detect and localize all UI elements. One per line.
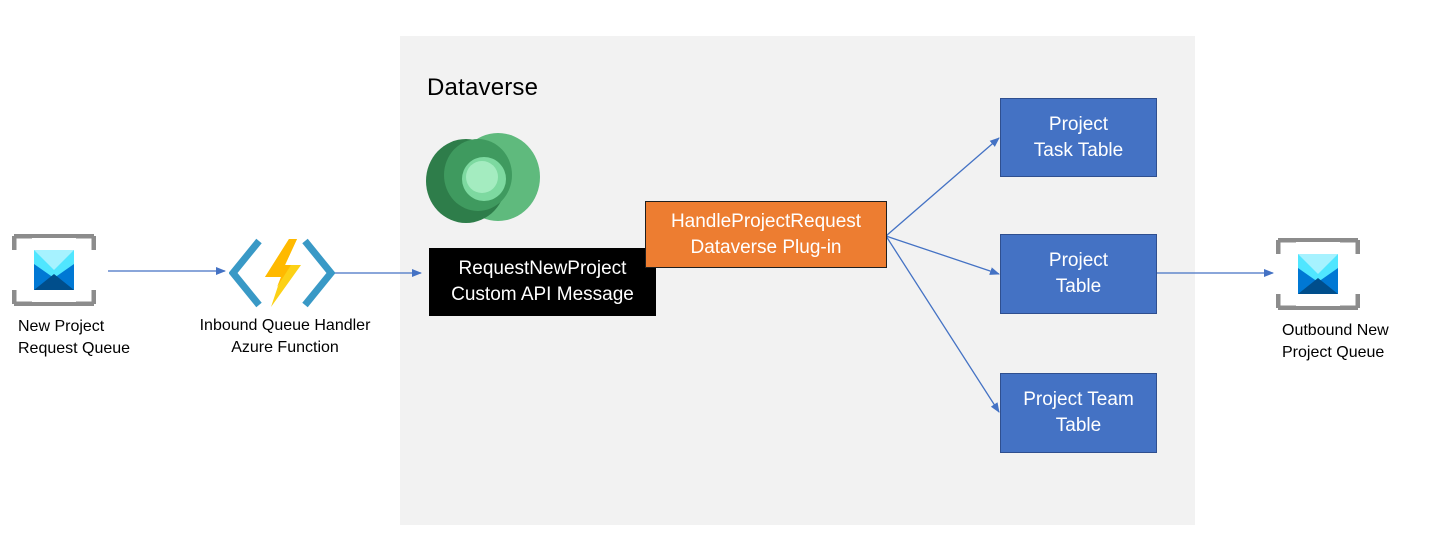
team-table-box: Project Team Table [1000,373,1157,453]
arrow-plugin-to-project-table [885,235,1000,275]
outbound-queue-label: Outbound New Project Queue [1282,322,1389,361]
custom-api-message-box: RequestNewProject Custom API Message [429,248,656,316]
team-table-label: Project Team Table [1023,389,1134,436]
arrow-plugin-to-task-table [885,137,1000,237]
queue-storage-icon [1276,238,1360,310]
custom-api-message-label: RequestNewProject Custom API Message [451,258,634,305]
project-table-box: Project Table [1000,234,1157,314]
inbound-handler-label: Inbound Queue Handler Azure Function [199,317,371,356]
task-table-box: Project Task Table [1000,98,1157,177]
project-table-label: Project Table [1048,250,1109,297]
plugin-label: HandleProjectRequest Dataverse Plug-in [670,210,862,258]
plugin-box: HandleProjectRequest Dataverse Plug-in [645,201,887,268]
region-title: Dataverse [427,74,539,101]
azure-function-icon [229,238,335,308]
arrow-plugin-to-team-table [885,235,1000,413]
new-request-queue-label: New Project Request Queue [18,318,131,357]
dataverse-logo [426,133,540,223]
queue-storage-icon [12,234,96,306]
task-table-label: Project Task Table [1033,113,1124,161]
